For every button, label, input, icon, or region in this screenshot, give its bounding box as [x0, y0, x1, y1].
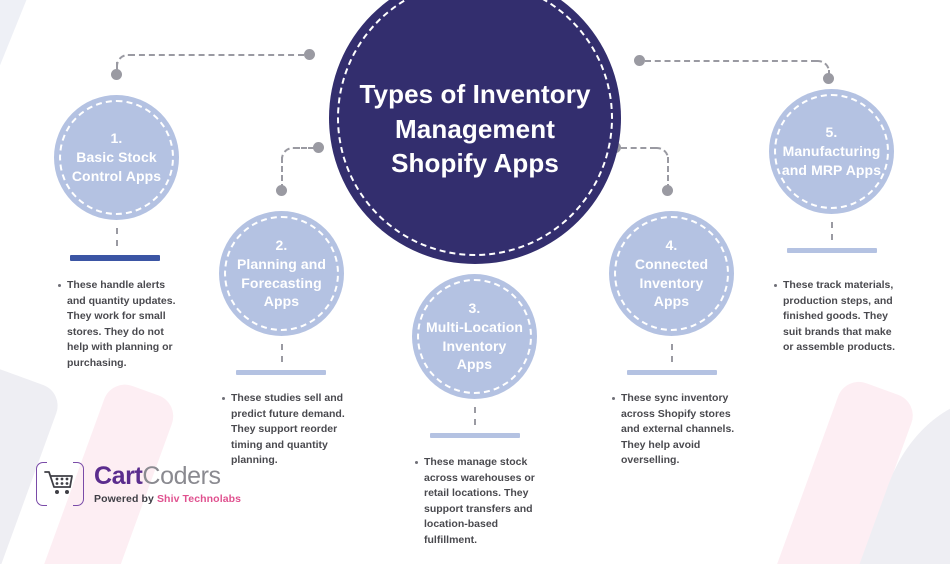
bullet-icon	[612, 397, 615, 400]
shopping-cart-icon	[36, 461, 84, 507]
brace-left-icon	[36, 462, 47, 506]
node-2-stem	[281, 344, 283, 362]
node-2-circle[interactable]: 2. Planning and Forecasting Apps	[219, 211, 344, 336]
node-1-dashed-ring	[59, 100, 174, 215]
node-1-description: These handle alerts and quantity updates…	[58, 278, 186, 371]
node-5-description: These track materials, production steps,…	[774, 278, 904, 356]
node-2-description: These studies sell and predict future de…	[222, 391, 350, 469]
center-hub: Types of Inventory Management Shopify Ap…	[329, 0, 621, 264]
node-1-label: 1. Basic Stock Control Apps	[71, 130, 162, 184]
node-1-stem	[116, 228, 118, 246]
brand-logo: CartCoders Powered by Shiv Technolabs	[36, 461, 241, 507]
connector-horizontal-node-2b	[294, 147, 314, 149]
logo-tagline: Powered by Shiv Technolabs	[94, 493, 241, 505]
node-3-dashed-ring	[417, 279, 532, 394]
connector-dot-node-4-end	[662, 185, 673, 196]
bullet-icon	[222, 397, 225, 400]
node-2-accent-bar	[236, 370, 326, 375]
connector-corner-node-5	[816, 60, 830, 74]
logo-name-secondary: Coders	[142, 461, 221, 490]
node-4-accent-bar	[627, 370, 717, 375]
connector-dot-node-2-start	[276, 185, 287, 196]
cart-glyph	[44, 471, 73, 494]
node-3-stem	[474, 407, 476, 425]
node-2-label: 2. Planning and Forecasting Apps	[236, 236, 327, 310]
node-3-circle[interactable]: 3. Multi-Location Inventory Apps	[412, 274, 537, 399]
hub-dashed-ring	[337, 0, 613, 256]
node-2-description-text: These studies sell and predict future de…	[231, 392, 345, 467]
connector-dot-node-5-end	[823, 73, 834, 84]
node-5-stem	[831, 222, 833, 240]
node-4-dashed-ring	[614, 216, 729, 331]
node-5-label: 5. Manufacturing and MRP Apps	[781, 124, 882, 178]
node-1-circle[interactable]: 1. Basic Stock Control Apps	[54, 95, 179, 220]
connector-vertical-node-1	[116, 62, 118, 74]
node-4-description: These sync inventory across Shopify stor…	[612, 391, 740, 469]
node-3-label: 3. Multi-Location Inventory Apps	[425, 299, 524, 373]
connector-vertical-node-2	[281, 157, 283, 190]
node-5-accent-bar	[787, 248, 877, 253]
connector-vertical-node-4	[667, 157, 669, 190]
node-3-description-text: These manage stock across warehouses or …	[424, 456, 535, 546]
connector-horizontal-node-5	[645, 60, 817, 62]
connector-horizontal-node-4	[621, 147, 656, 149]
bullet-icon	[415, 461, 418, 464]
logo-name-primary: Cart	[94, 461, 143, 490]
bullet-icon	[774, 284, 777, 287]
node-4-stem	[671, 344, 673, 362]
node-1-accent-bar	[70, 255, 160, 261]
connector-dot-node-2-end	[313, 142, 324, 153]
page-title: Types of Inventory Management Shopify Ap…	[359, 79, 591, 179]
node-5-dashed-ring	[774, 94, 889, 209]
bullet-icon	[58, 284, 61, 287]
connector-horizontal-node-1	[129, 54, 304, 56]
node-4-label: 4. Connected Inventory Apps	[634, 236, 709, 310]
node-2-dashed-ring	[224, 216, 339, 331]
decor-blob-bottom-right	[851, 371, 950, 564]
decor-stripe-pink-bottom-right	[743, 375, 919, 564]
node-3-description: These manage stock across warehouses or …	[415, 455, 540, 548]
connector-dot-node-1-start	[111, 69, 122, 80]
brace-right-icon	[73, 462, 84, 506]
node-4-circle[interactable]: 4. Connected Inventory Apps	[609, 211, 734, 336]
node-3-accent-bar	[430, 433, 520, 438]
connector-dot-node-5-start	[634, 55, 645, 66]
logo-tagline-prefix: Powered by	[94, 492, 157, 505]
connector-corner-node-4	[655, 147, 669, 161]
node-5-circle[interactable]: 5. Manufacturing and MRP Apps	[769, 89, 894, 214]
node-1-description-text: These handle alerts and quantity updates…	[67, 279, 176, 369]
node-4-description-text: These sync inventory across Shopify stor…	[621, 392, 735, 467]
connector-corner-node-2	[281, 147, 295, 161]
node-5-description-text: These track materials, production steps,…	[783, 279, 896, 354]
logo-tagline-brand: Shiv Technolabs	[156, 492, 242, 505]
logo-wordmark: CartCoders Powered by Shiv Technolabs	[94, 461, 241, 505]
connector-corner-node-1	[116, 54, 130, 68]
connector-dot-node-1-end	[304, 49, 315, 60]
decor-diagonal-top-left	[0, 0, 71, 238]
logo-name: CartCoders	[94, 461, 241, 490]
